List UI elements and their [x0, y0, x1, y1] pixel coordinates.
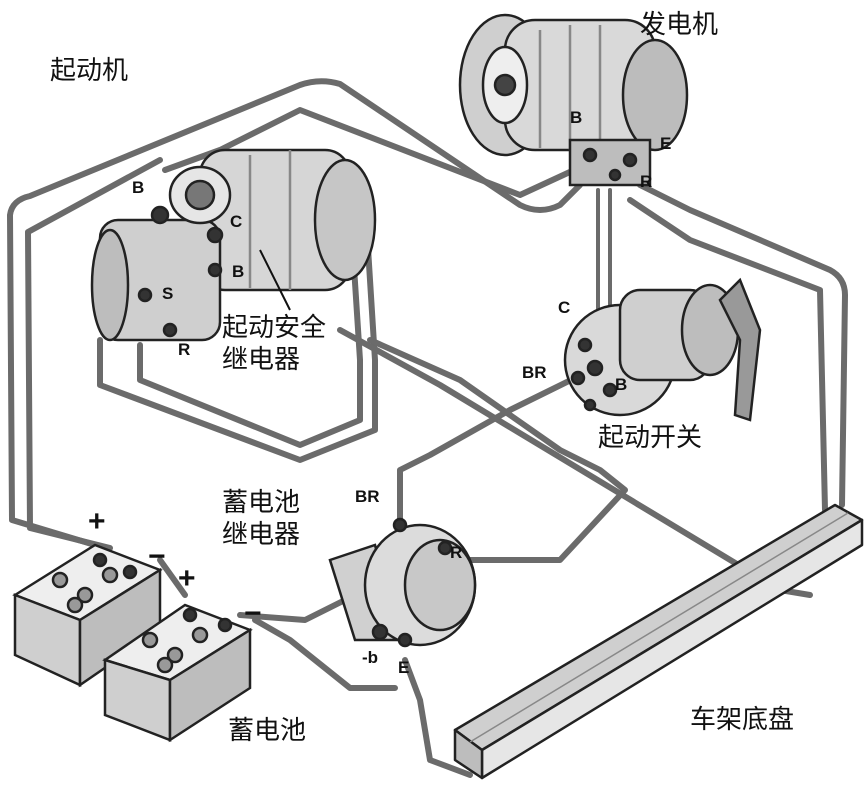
terminal-alternator-b: B: [570, 108, 583, 127]
battery-relay-label-line1: 蓄电池: [222, 488, 301, 518]
wire-starter-relay: [367, 337, 628, 563]
terminal-relay-b: -b: [362, 648, 379, 667]
terminal-starter-b-top: B: [132, 178, 145, 197]
alternator: [458, 13, 689, 187]
starter-relay-label-line1: 起动安全: [222, 313, 327, 343]
ignition-switch: [563, 277, 762, 422]
wires: [7, 78, 848, 778]
wire-battery-to-relay: [237, 597, 348, 623]
battery2-plus-sign: +: [178, 562, 196, 595]
terminal-starter-s: S: [162, 284, 174, 303]
chassis-rail: [453, 503, 864, 780]
wire-starter-lower-loop2: [137, 202, 363, 448]
starter-relay-label-line2: 继电器: [222, 345, 301, 375]
alternator-label: 发电机: [640, 10, 719, 40]
terminal-alternator-r: R: [640, 172, 653, 191]
batteries-label: 蓄电池: [228, 716, 307, 746]
battery2-minus-sign: −: [244, 597, 262, 630]
ignition-switch-label: 起动开关: [598, 423, 703, 453]
wire-battery-starter-outer: [7, 78, 583, 548]
terminal-starter-c: C: [230, 212, 243, 231]
wire-alternator-right: [637, 182, 848, 508]
terminal-switch-c: C: [558, 298, 571, 317]
terminal-relay-br: BR: [355, 487, 380, 506]
chassis-label: 车架底盘: [690, 705, 795, 735]
wire-relay-battery-neg: [252, 617, 398, 691]
wire-starter-alternator: [162, 107, 588, 198]
battery1-minus-sign: −: [148, 540, 166, 573]
wire-battery-interconnect: [157, 557, 188, 598]
wire-battery-starter-inner: [25, 157, 163, 551]
terminal-starter-b-lower: B: [232, 262, 245, 281]
starter-label: 起动机: [50, 56, 129, 86]
terminal-relay-r: R: [450, 543, 463, 562]
terminal-relay-e: E: [398, 658, 410, 677]
battery-relay-label-line2: 继电器: [222, 520, 301, 550]
wire-alternator-right2: [627, 197, 828, 513]
wire-starter-chassis: [337, 327, 813, 598]
battery-1: [12, 543, 163, 688]
wire-relay-chassis: [402, 657, 473, 778]
battery1-plus-sign: +: [88, 505, 106, 538]
terminal-switch-br: BR: [522, 363, 547, 382]
battery-relay: [328, 517, 477, 648]
starter-motor: [90, 148, 377, 342]
battery-2: [102, 603, 253, 743]
terminal-alternator-e: E: [660, 134, 672, 153]
terminal-starter-r: R: [178, 340, 191, 359]
wire-switch-relay: [397, 375, 578, 528]
terminal-switch-b: B: [615, 375, 628, 394]
